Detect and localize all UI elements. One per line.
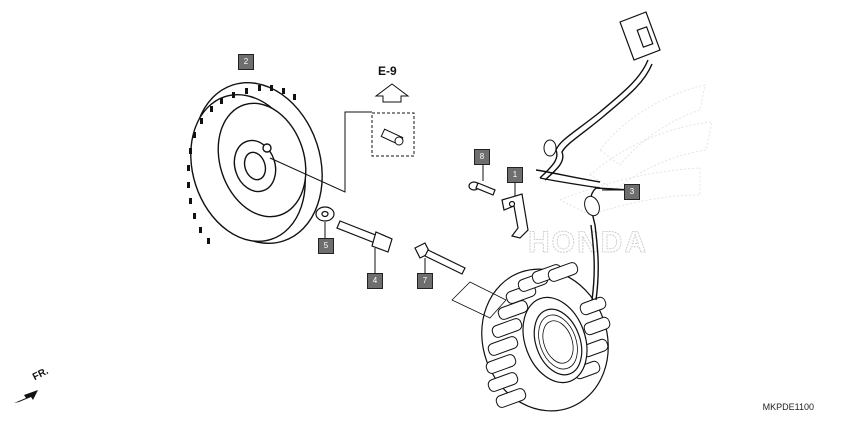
diagram-code: MKPDE1100 — [762, 402, 814, 412]
honda-wing-watermark — [558, 84, 713, 216]
stator-bolt — [414, 242, 466, 275]
e9-dashed-bolt-box — [371, 112, 415, 157]
stator — [481, 262, 611, 412]
wire-harness — [535, 59, 653, 301]
callout-5: 5 — [318, 238, 334, 254]
front-direction-arrow — [14, 390, 38, 403]
washer — [315, 206, 335, 222]
callout-3: 3 — [624, 184, 640, 200]
e9-reference-label: E-9 — [378, 64, 397, 78]
callout-2: 2 — [238, 54, 254, 70]
clamp-bolt — [468, 181, 496, 196]
leader-flywheel-e9 — [269, 111, 372, 193]
honda-watermark-text: HONDA — [528, 226, 648, 259]
callout-1: 1 — [507, 167, 523, 183]
e9-reference-arrow — [374, 83, 410, 103]
stator-leader — [451, 281, 507, 319]
callout-4: 4 — [367, 273, 383, 289]
callout-8: 8 — [474, 149, 490, 165]
wire-connector — [619, 11, 661, 61]
flywheel-bolt — [336, 220, 393, 253]
callout-7: 7 — [417, 273, 433, 289]
grommet — [543, 139, 600, 217]
flywheel — [187, 81, 323, 245]
wire-bracket — [501, 193, 529, 239]
